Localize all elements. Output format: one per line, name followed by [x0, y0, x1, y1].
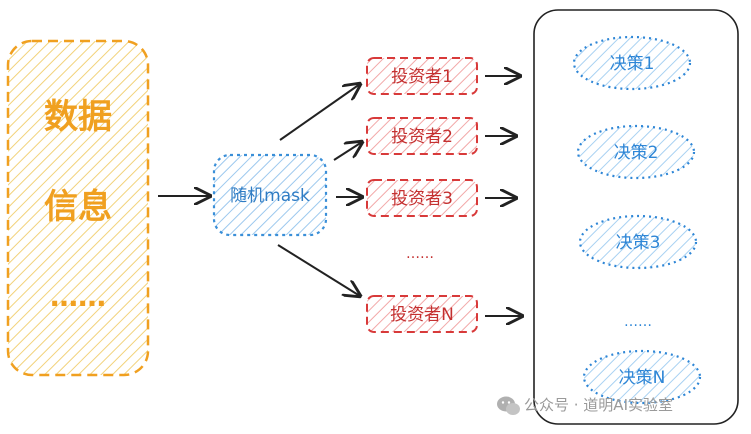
- decision-n: 决策N: [582, 349, 702, 405]
- watermark: 公众号 · 道明AI实验室: [497, 396, 673, 415]
- arrow-mask-to-investor-2: [333, 142, 362, 161]
- investor-3-label: 投资者3: [391, 189, 453, 209]
- wechat-icon: [497, 396, 520, 415]
- decision-3-label: 决策3: [616, 233, 661, 253]
- source-line-data: 数据: [44, 97, 112, 137]
- arrow-mask-to-investor-n: [277, 244, 360, 296]
- decision-ellipsis: ……: [624, 314, 652, 330]
- decision-2: 决策2: [576, 124, 696, 180]
- source-data-box: 数据 信息 ……: [6, 39, 150, 377]
- investor-2-label: 投资者2: [391, 127, 453, 147]
- investor-3: 投资者3: [366, 179, 478, 217]
- decision-1: 决策1: [572, 35, 692, 91]
- decision-2-label: 决策2: [614, 143, 659, 163]
- decision-n-label: 决策N: [619, 368, 666, 388]
- investor-1: 投资者1: [366, 57, 478, 95]
- decision-3: 决策3: [578, 214, 698, 270]
- investor-1-label: 投资者1: [391, 67, 453, 87]
- source-line-ellipsis: ……: [50, 280, 106, 313]
- source-line-info: 信息: [44, 187, 112, 227]
- investor-n: 投资者N: [366, 295, 478, 333]
- arrow-mask-to-investor-1: [279, 84, 360, 141]
- decision-1-label: 决策1: [610, 54, 655, 74]
- investor-2: 投资者2: [366, 117, 478, 155]
- mask-node: 随机mask: [212, 153, 328, 237]
- investor-ellipsis: ……: [406, 246, 434, 262]
- investor-n-label: 投资者N: [390, 305, 454, 325]
- watermark-text: 公众号 · 道明AI实验室: [524, 396, 673, 414]
- mask-node-label: 随机mask: [230, 186, 310, 206]
